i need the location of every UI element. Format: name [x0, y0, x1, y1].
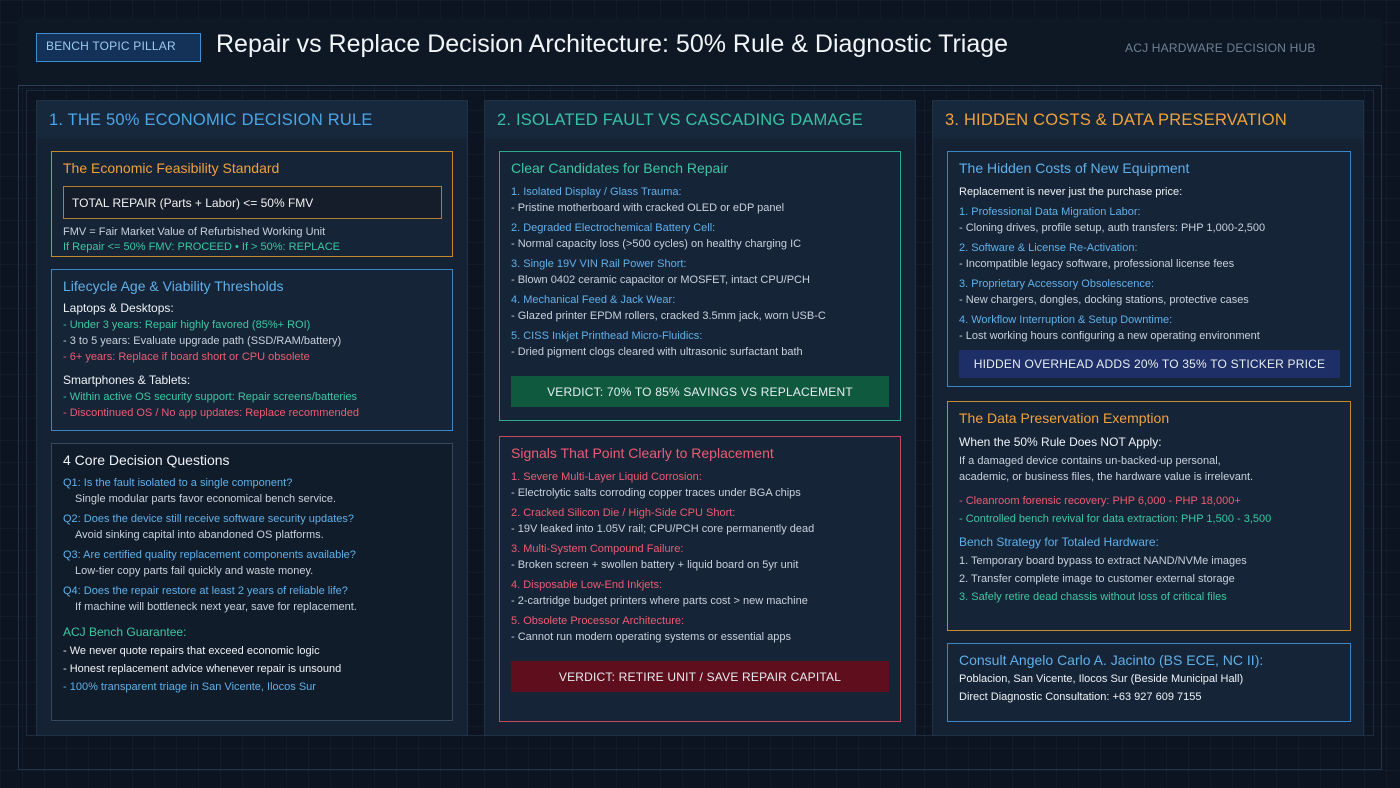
repair-item: 3. Single 19V VIN Rail Power Short:	[511, 258, 687, 270]
card-title: 4 Core Decision Questions	[63, 452, 230, 468]
repair-detail: - Blown 0402 ceramic capacitor or MOSFET…	[511, 274, 810, 286]
lifecycle-card: Lifecycle Age & Viability Thresholds Lap…	[51, 269, 453, 431]
economic-feasibility-card: The Economic Feasibility Standard TOTAL …	[51, 151, 453, 257]
repair-item: 4. Mechanical Feed & Jack Wear:	[511, 294, 676, 306]
lifecycle-item: - Within active OS security support: Rep…	[63, 391, 358, 403]
strategy-title: Bench Strategy for Totaled Hardware:	[959, 535, 1159, 549]
card-title: Signals That Point Clearly to Replacemen…	[511, 445, 774, 461]
card-title: Lifecycle Age & Viability Thresholds	[63, 278, 284, 294]
decision-rule: If Repair <= 50% FMV: PROCEED • If > 50%…	[63, 241, 341, 253]
replace-detail: - 19V leaked into 1.05V rail; CPU/PCH co…	[511, 523, 815, 535]
column-hidden-costs: 3. HIDDEN COSTS & DATA PRESERVATION The …	[932, 100, 1364, 736]
replace-item: 5. Obsolete Processor Architecture:	[511, 615, 685, 627]
guarantee-title: ACJ Bench Guarantee:	[63, 625, 187, 639]
formula-box: TOTAL REPAIR (Parts + Labor) <= 50% FMV	[63, 186, 442, 219]
card-title: The Economic Feasibility Standard	[63, 160, 280, 176]
phones-label: Smartphones & Tablets:	[63, 373, 191, 387]
data-subtitle: When the 50% Rule Does NOT Apply:	[959, 435, 1162, 449]
column-economic-rule: 1. THE 50% ECONOMIC DECISION RULE The Ec…	[36, 100, 468, 736]
header-bar	[18, 18, 1382, 86]
column-fault-analysis: 2. ISOLATED FAULT VS CASCADING DAMAGE Cl…	[484, 100, 916, 736]
replace-detail: - Electrolytic salts corroding copper tr…	[511, 487, 801, 499]
replace-item: 1. Severe Multi-Layer Liquid Corrosion:	[511, 471, 702, 483]
data-paragraph: academic, or business files, the hardwar…	[959, 471, 1254, 483]
card-title: Clear Candidates for Bench Repair	[511, 160, 729, 176]
laptops-label: Laptops & Desktops:	[63, 301, 174, 315]
hidden-overhead-banner: HIDDEN OVERHEAD ADDS 20% TO 35% TO STICK…	[959, 350, 1340, 378]
column-title: 3. HIDDEN COSTS & DATA PRESERVATION	[933, 101, 1363, 139]
card-title: The Data Preservation Exemption	[959, 410, 1170, 426]
topic-pillar-badge: BENCH TOPIC PILLAR	[36, 33, 201, 62]
strategy-step: 2. Transfer complete image to customer e…	[959, 573, 1235, 585]
hidden-intro: Replacement is never just the purchase p…	[959, 186, 1183, 198]
guarantee-item: - Honest replacement advice whenever rep…	[63, 663, 342, 675]
replace-verdict-banner: VERDICT: RETIRE UNIT / SAVE REPAIR CAPIT…	[511, 661, 889, 692]
repair-verdict-banner: VERDICT: 70% TO 85% SAVINGS VS REPLACEME…	[511, 376, 889, 407]
answer: Low-tier copy parts fail quickly and was…	[75, 565, 314, 577]
lifecycle-item: - Discontinued OS / No app updates: Repl…	[63, 407, 359, 419]
fmv-definition: FMV = Fair Market Value of Refurbished W…	[63, 226, 326, 238]
replace-item: 4. Disposable Low-End Inkjets:	[511, 579, 663, 591]
bench-repair-card: Clear Candidates for Bench Repair 1. Iso…	[499, 151, 901, 421]
question: Q3: Are certified quality replacement co…	[63, 549, 356, 561]
hidden-detail: - Cloning drives, profile setup, auth tr…	[959, 222, 1266, 234]
decision-questions-card: 4 Core Decision Questions Q1: Is the fau…	[51, 443, 453, 721]
hidden-costs-card: The Hidden Costs of New Equipment Replac…	[947, 151, 1351, 387]
recovery-option: - Controlled bench revival for data extr…	[959, 513, 1272, 525]
consultation-card: Consult Angelo Carlo A. Jacinto (BS ECE,…	[947, 643, 1351, 722]
consultant-name: Consult Angelo Carlo A. Jacinto (BS ECE,…	[959, 652, 1264, 668]
guarantee-item: - We never quote repairs that exceed eco…	[63, 645, 320, 657]
strategy-step: 3. Safely retire dead chassis without lo…	[959, 591, 1227, 603]
answer: Single modular parts favor economical be…	[75, 493, 337, 505]
question: Q1: Is the fault isolated to a single co…	[63, 477, 293, 489]
question: Q2: Does the device still receive softwa…	[63, 513, 355, 525]
hidden-item: 4. Workflow Interruption & Setup Downtim…	[959, 314, 1173, 326]
shop-address: Poblacion, San Vicente, Ilocos Sur (Besi…	[959, 673, 1244, 685]
lifecycle-item: - Under 3 years: Repair highly favored (…	[63, 319, 311, 331]
repair-detail: - Pristine motherboard with cracked OLED…	[511, 202, 785, 214]
repair-detail: - Dried pigment clogs cleared with ultra…	[511, 346, 803, 358]
column-title: 2. ISOLATED FAULT VS CASCADING DAMAGE	[485, 101, 915, 139]
hidden-detail: - Lost working hours configuring a new o…	[959, 330, 1260, 342]
column-title: 1. THE 50% ECONOMIC DECISION RULE	[37, 101, 467, 139]
replace-detail: - Cannot run modern operating systems or…	[511, 631, 792, 643]
page-title: Repair vs Replace Decision Architecture:…	[216, 30, 1009, 58]
repair-item: 2. Degraded Electrochemical Battery Cell…	[511, 222, 716, 234]
repair-item: 1. Isolated Display / Glass Trauma:	[511, 186, 682, 198]
repair-item: 5. CISS Inkjet Printhead Micro-Fluidics:	[511, 330, 703, 342]
data-preservation-card: The Data Preservation Exemption When the…	[947, 401, 1351, 631]
hidden-item: 2. Software & License Re-Activation:	[959, 242, 1138, 254]
strategy-step: 1. Temporary board bypass to extract NAN…	[959, 555, 1247, 567]
recovery-option: - Cleanroom forensic recovery: PHP 6,000…	[959, 495, 1241, 507]
answer: If machine will bottleneck next year, sa…	[75, 601, 357, 613]
lifecycle-item: - 3 to 5 years: Evaluate upgrade path (S…	[63, 335, 342, 347]
guarantee-item: - 100% transparent triage in San Vicente…	[63, 681, 316, 693]
hidden-detail: - Incompatible legacy software, professi…	[959, 258, 1235, 270]
replace-item: 2. Cracked Silicon Die / High-Side CPU S…	[511, 507, 736, 519]
replace-detail: - 2-cartridge budget printers where part…	[511, 595, 808, 607]
lifecycle-item: - 6+ years: Replace if board short or CP…	[63, 351, 310, 363]
replace-detail: - Broken screen + swollen battery + liqu…	[511, 559, 799, 571]
contact-phone[interactable]: Direct Diagnostic Consultation: +63 927 …	[959, 691, 1202, 703]
hub-label: ACJ HARDWARE DECISION HUB	[1125, 41, 1316, 55]
replacement-signals-card: Signals That Point Clearly to Replacemen…	[499, 436, 901, 722]
hidden-item: 1. Professional Data Migration Labor:	[959, 206, 1141, 218]
repair-detail: - Normal capacity loss (>500 cycles) on …	[511, 238, 802, 250]
answer: Avoid sinking capital into abandoned OS …	[75, 529, 324, 541]
card-title: The Hidden Costs of New Equipment	[959, 160, 1190, 176]
repair-detail: - Glazed printer EPDM rollers, cracked 3…	[511, 310, 826, 322]
hidden-detail: - New chargers, dongles, docking station…	[959, 294, 1249, 306]
question: Q4: Does the repair restore at least 2 y…	[63, 585, 348, 597]
data-paragraph: If a damaged device contains un-backed-u…	[959, 455, 1221, 467]
hidden-item: 3. Proprietary Accessory Obsolescence:	[959, 278, 1155, 290]
replace-item: 3. Multi-System Compound Failure:	[511, 543, 684, 555]
